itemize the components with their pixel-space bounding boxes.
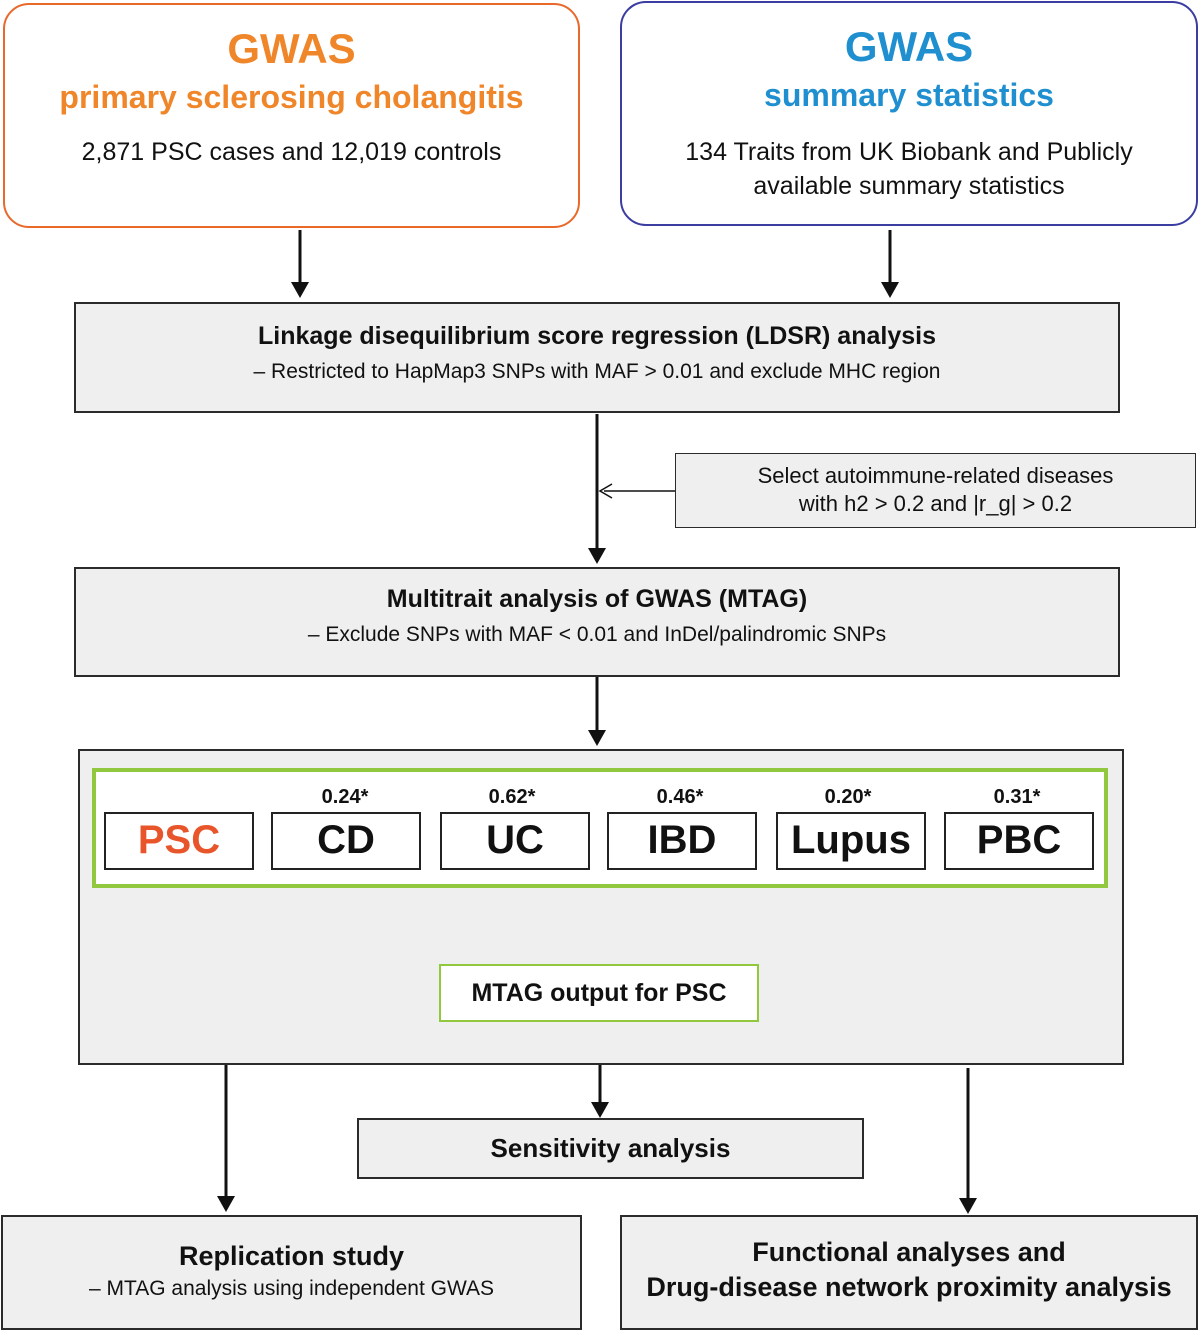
summary-stats-subtitle: summary statistics <box>764 77 1054 113</box>
mtag-detail: – Exclude SNPs with MAF < 0.01 and InDel… <box>307 623 887 646</box>
summary-stats-description-2: available summary statistics <box>753 172 1065 200</box>
selection-line-1: Select autoimmune-related diseases <box>757 463 1114 488</box>
trait-pbc: PBC <box>944 812 1094 870</box>
traits-green-frame <box>92 768 1108 888</box>
trait-psc: PSC <box>104 812 254 870</box>
corr-ibd: 0.46* <box>656 786 704 808</box>
corr-cd: 0.24* <box>321 786 369 808</box>
ldsr-detail: – Restricted to HapMap3 SNPs with MAF > … <box>253 360 941 383</box>
ldsr-title: Linkage disequilibrium score regression … <box>258 322 936 350</box>
summary-stats-title: GWAS <box>844 23 974 70</box>
ldsr-box: Linkage disequilibrium score regression … <box>74 302 1120 413</box>
selection-box: Select autoimmune-related diseases with … <box>675 453 1196 528</box>
trait-lupus: Lupus <box>776 812 926 870</box>
functional-line-1: Functional analyses and <box>752 1237 1066 1267</box>
mtag-output-box: MTAG output for PSC <box>439 964 759 1022</box>
trait-ibd: IBD <box>607 812 757 870</box>
sensitivity-box: Sensitivity analysis <box>357 1118 864 1179</box>
psc-gwas-box: GWAS primary sclerosing cholangitis 2,87… <box>3 3 580 228</box>
selection-line-2: with h2 > 0.2 and |r_g| > 0.2 <box>798 491 1073 516</box>
psc-gwas-description: 2,871 PSC cases and 12,019 controls <box>81 138 502 166</box>
replication-detail: – MTAG analysis using independent GWAS <box>88 1277 495 1300</box>
functional-line-2: Drug-disease network proximity analysis <box>646 1272 1172 1302</box>
mtag-title: Multitrait analysis of GWAS (MTAG) <box>386 585 808 613</box>
trait-uc: UC <box>440 812 590 870</box>
corr-pbc: 0.31* <box>993 786 1041 808</box>
mtag-box: Multitrait analysis of GWAS (MTAG) – Exc… <box>74 567 1120 677</box>
corr-lupus: 0.20* <box>824 786 872 808</box>
corr-uc: 0.62* <box>488 786 536 808</box>
functional-box: Functional analyses and Drug-disease net… <box>620 1215 1198 1330</box>
replication-title: Replication study <box>178 1241 405 1271</box>
summary-stats-description-1: 134 Traits from UK Biobank and Publicly <box>685 138 1133 166</box>
psc-gwas-title: GWAS <box>227 25 356 72</box>
trait-cd: CD <box>271 812 421 870</box>
psc-gwas-subtitle: primary sclerosing cholangitis <box>59 79 524 115</box>
summary-stats-box: GWAS summary statistics 134 Traits from … <box>620 1 1198 226</box>
replication-box: Replication study – MTAG analysis using … <box>1 1215 582 1330</box>
